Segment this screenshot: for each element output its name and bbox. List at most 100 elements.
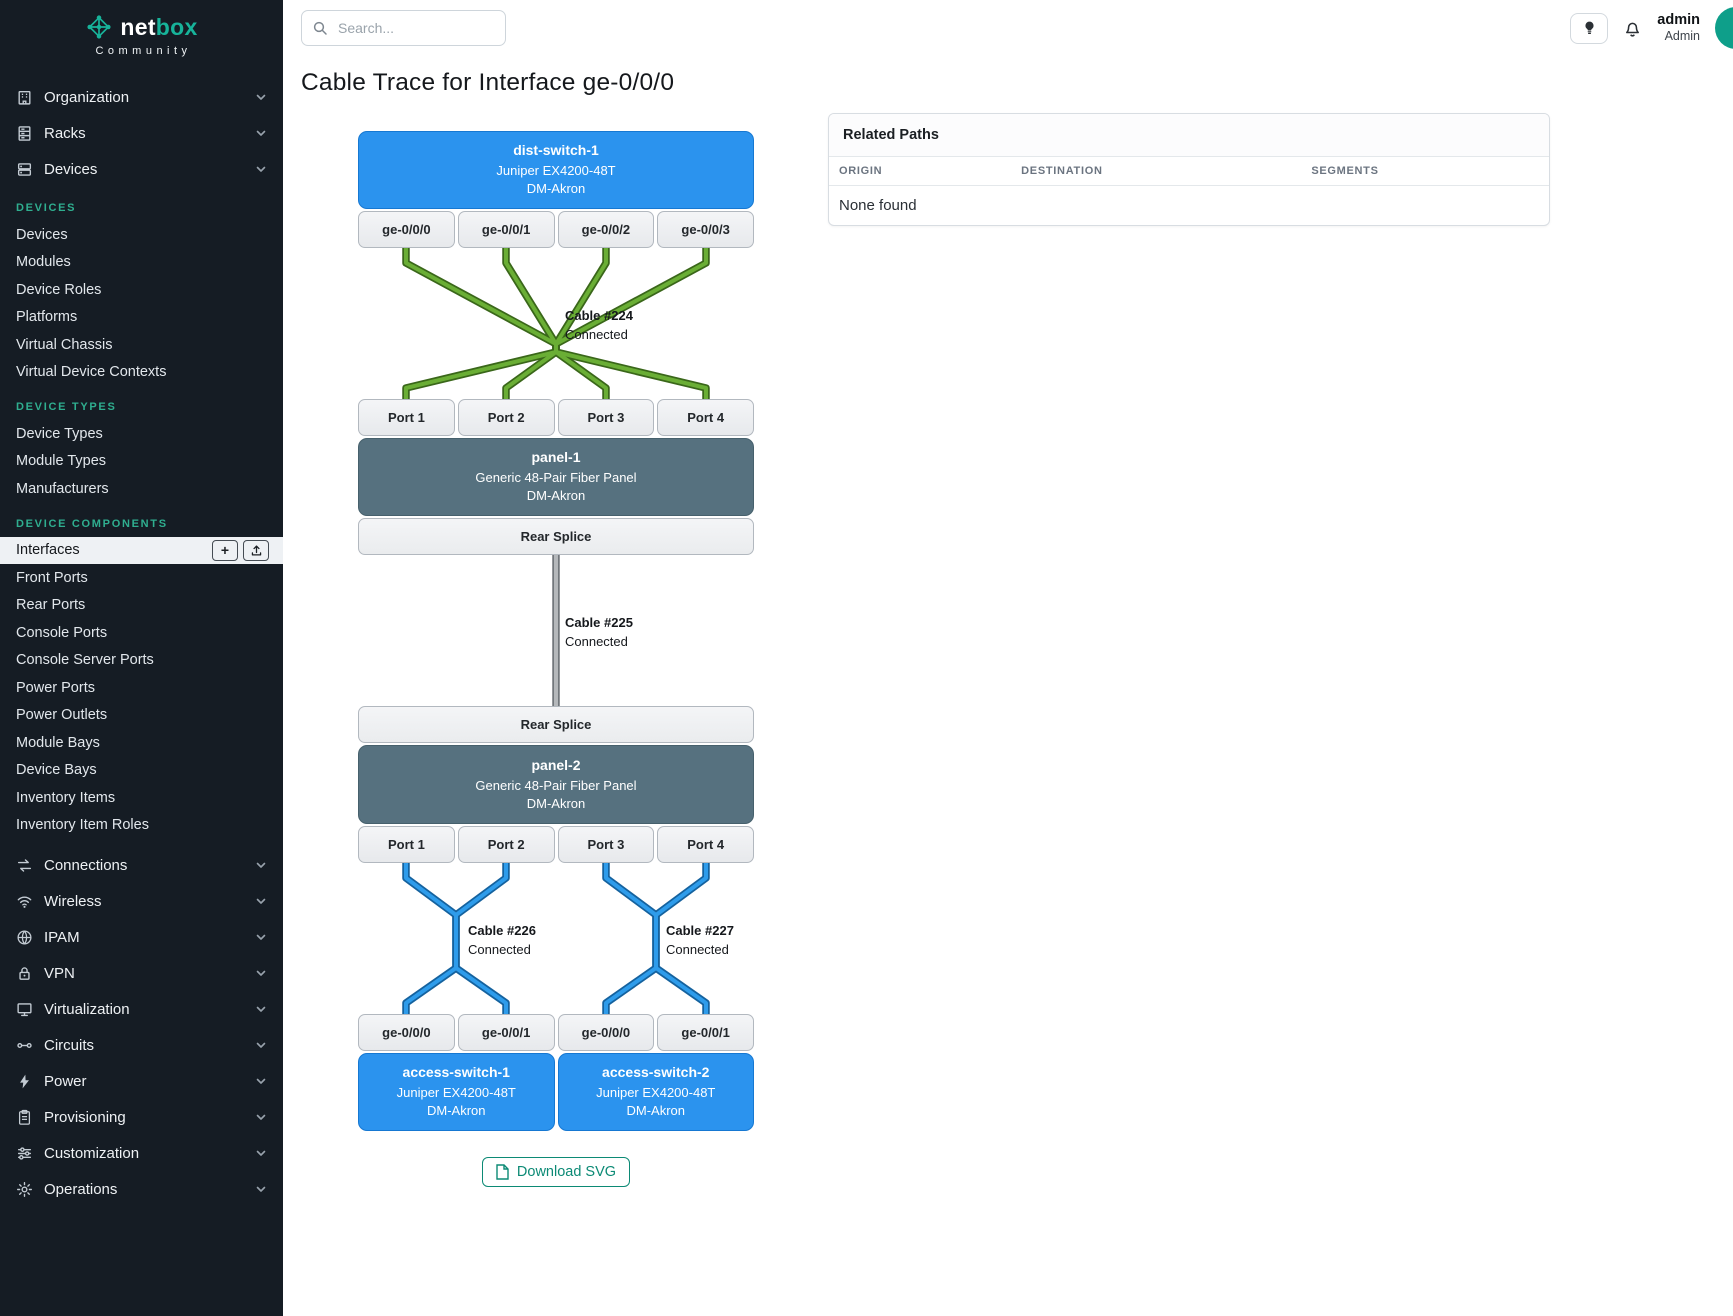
theme-toggle-button[interactable]	[1570, 12, 1609, 44]
sidebar-item-front-ports[interactable]: Front Ports	[16, 569, 88, 586]
interface-chip[interactable]: ge-0/0/1	[457, 1014, 555, 1051]
sidebar-group-label: Devices	[44, 160, 98, 178]
page-content: Cable Trace for Interface ge-0/0/0 dist-…	[283, 56, 1733, 1316]
sidebar-group-power[interactable]: Power	[0, 1063, 283, 1099]
interface-chip[interactable]: ge-0/0/3	[657, 211, 754, 248]
device-site: DM-Akron	[526, 488, 586, 503]
customization-sliders-icon	[17, 1146, 32, 1160]
cable-name: Cable #227	[666, 923, 734, 938]
trace-device-dist-switch-1[interactable]: dist-switch-1 Juniper EX4200-48T DM-Akro…	[358, 131, 754, 209]
trace-device-access-switch-1[interactable]: access-switch-1 Juniper EX4200-48T DM-Ak…	[358, 1053, 555, 1131]
column-header-segments: SEGMENTS	[1301, 157, 1549, 186]
cable-226-link[interactable]: Cable #226 Connected	[468, 921, 536, 959]
sidebar-group-label: VPN	[44, 964, 75, 982]
sidebar-group-ipam[interactable]: IPAM	[0, 919, 283, 955]
sidebar-group-vpn[interactable]: VPN	[0, 955, 283, 991]
sidebar-group-label: IPAM	[44, 928, 80, 946]
trace-device-panel-1[interactable]: panel-1 Generic 48-Pair Fiber Panel DM-A…	[358, 438, 754, 516]
sidebar-item-console-server-ports[interactable]: Console Server Ports	[16, 652, 154, 669]
circuits-icon	[17, 1042, 32, 1048]
interface-chip[interactable]: ge-0/0/1	[457, 211, 555, 248]
rack-icon	[18, 125, 31, 141]
sidebar-item-power-outlets[interactable]: Power Outlets	[16, 707, 108, 724]
cable-227-link[interactable]: Cable #227 Connected	[666, 921, 734, 959]
chevron-down-icon	[256, 1078, 266, 1084]
sidebar-item-device-types[interactable]: Device Types	[16, 425, 103, 442]
front-port-chip[interactable]: Port 3	[557, 399, 655, 436]
netbox-logo[interactable]: netbox Community	[0, 0, 283, 63]
related-paths-table: ORIGIN DESTINATION SEGMENTS None found	[829, 157, 1549, 225]
cable-lines-blue	[402, 863, 710, 1014]
interface-chip[interactable]: ge-0/0/0	[358, 211, 455, 248]
sidebar-item-console-ports[interactable]: Console Ports	[16, 624, 108, 641]
sidebar-group-devices[interactable]: Devices	[0, 151, 283, 187]
sidebar-item-power-ports[interactable]: Power Ports	[16, 679, 95, 696]
rear-port-panel-1[interactable]: Rear Splice	[358, 518, 754, 555]
cable-zone-226-227: Cable #226 Connected Cable #227 Connecte…	[358, 863, 754, 1014]
sidebar-item-inventory-items[interactable]: Inventory Items	[16, 789, 116, 806]
front-port-chip[interactable]: Port 1	[358, 826, 455, 863]
sidebar-item-manufacturers[interactable]: Manufacturers	[16, 480, 109, 497]
front-port-chip[interactable]: Port 1	[358, 399, 455, 436]
trace-device-panel-2[interactable]: panel-2 Generic 48-Pair Fiber Panel DM-A…	[358, 745, 754, 824]
power-bolt-icon	[20, 1074, 29, 1088]
sidebar-item-module-types[interactable]: Module Types	[16, 453, 107, 470]
sidebar-group-virtualization[interactable]: Virtualization	[0, 991, 283, 1027]
sidebar-section-heading-devices: DEVICES	[16, 202, 77, 214]
rear-port-panel-2[interactable]: Rear Splice	[358, 706, 754, 743]
front-port-chip[interactable]: Port 2	[457, 399, 555, 436]
trace-device-access-switch-2[interactable]: access-switch-2 Juniper EX4200-48T DM-Ak…	[557, 1053, 754, 1131]
import-button[interactable]	[243, 539, 269, 561]
sidebar-item-inventory-item-roles[interactable]: Inventory Item Roles	[16, 817, 149, 834]
sidebar-group-circuits[interactable]: Circuits	[0, 1027, 283, 1063]
file-icon	[496, 1164, 509, 1180]
download-svg-button[interactable]: Download SVG	[481, 1157, 631, 1187]
sidebar-item-virtual-chassis[interactable]: Virtual Chassis	[16, 336, 113, 353]
sidebar-item-devices[interactable]: Devices	[16, 226, 68, 243]
front-port-chip[interactable]: Port 4	[657, 826, 754, 863]
search-input[interactable]	[301, 10, 506, 46]
interface-row-bottom: ge-0/0/0 ge-0/0/1 ge-0/0/0 ge-0/0/1	[358, 1014, 754, 1051]
user-menu[interactable]: admin Admin	[1657, 12, 1700, 44]
front-port-chip[interactable]: Port 3	[557, 826, 655, 863]
sidebar-group-wireless[interactable]: Wireless	[0, 883, 283, 919]
add-button[interactable]: +	[212, 539, 238, 561]
cable-224-link[interactable]: Cable #224 Connected	[565, 306, 633, 344]
sidebar-item-device-bays[interactable]: Device Bays	[16, 762, 97, 779]
cable-225-link[interactable]: Cable #225 Connected	[565, 613, 633, 651]
front-port-chip[interactable]: Port 2	[457, 826, 555, 863]
front-port-chip[interactable]: Port 4	[657, 399, 754, 436]
sidebar-group-racks[interactable]: Racks	[0, 115, 283, 151]
related-paths-panel: Related Paths ORIGIN DESTINATION SEGMENT…	[828, 113, 1550, 226]
interface-chip[interactable]: ge-0/0/0	[358, 1014, 455, 1051]
interface-chip[interactable]: ge-0/0/0	[557, 1014, 655, 1051]
front-port-row-panel-2: Port 1 Port 2 Port 3 Port 4	[358, 826, 754, 863]
cable-zone-224: Cable #224 Connected	[358, 248, 754, 399]
vpn-lock-icon	[19, 966, 30, 980]
sidebar-item-module-bays[interactable]: Module Bays	[16, 734, 100, 751]
chevron-down-icon	[256, 130, 266, 136]
sidebar-group-provisioning[interactable]: Provisioning	[0, 1099, 283, 1135]
sidebar-group-label: Operations	[44, 1180, 118, 1198]
sidebar-item-modules[interactable]: Modules	[16, 254, 71, 271]
chevron-down-icon	[256, 1114, 266, 1120]
front-port-row-panel-1: Port 1 Port 2 Port 3 Port 4	[358, 399, 754, 436]
sidebar-group-customization[interactable]: Customization	[0, 1135, 283, 1171]
notifications-button[interactable]	[1623, 19, 1642, 38]
sidebar-item-virtual-device-contexts[interactable]: Virtual Device Contexts	[16, 364, 167, 381]
avatar[interactable]	[1715, 7, 1733, 49]
user-name: admin	[1657, 11, 1700, 28]
sidebar-item-device-roles[interactable]: Device Roles	[16, 281, 102, 298]
sidebar-group-operations[interactable]: Operations	[0, 1171, 283, 1207]
interface-chip[interactable]: ge-0/0/2	[557, 211, 655, 248]
sidebar-item-rear-ports[interactable]: Rear Ports	[16, 597, 86, 614]
sidebar-group-organization[interactable]: Organization	[0, 79, 283, 115]
chevron-down-icon	[256, 166, 266, 172]
sidebar-item-platforms[interactable]: Platforms	[16, 309, 78, 326]
sidebar: netbox Community Organization Racks Devi…	[0, 0, 283, 1316]
sidebar-item-interfaces[interactable]: Interfaces +	[0, 536, 283, 564]
sidebar-group-connections[interactable]: Connections	[0, 847, 283, 883]
interface-chip[interactable]: ge-0/0/1	[657, 1014, 754, 1051]
cable-status: Connected	[666, 942, 729, 957]
cable-name: Cable #226	[468, 923, 536, 938]
